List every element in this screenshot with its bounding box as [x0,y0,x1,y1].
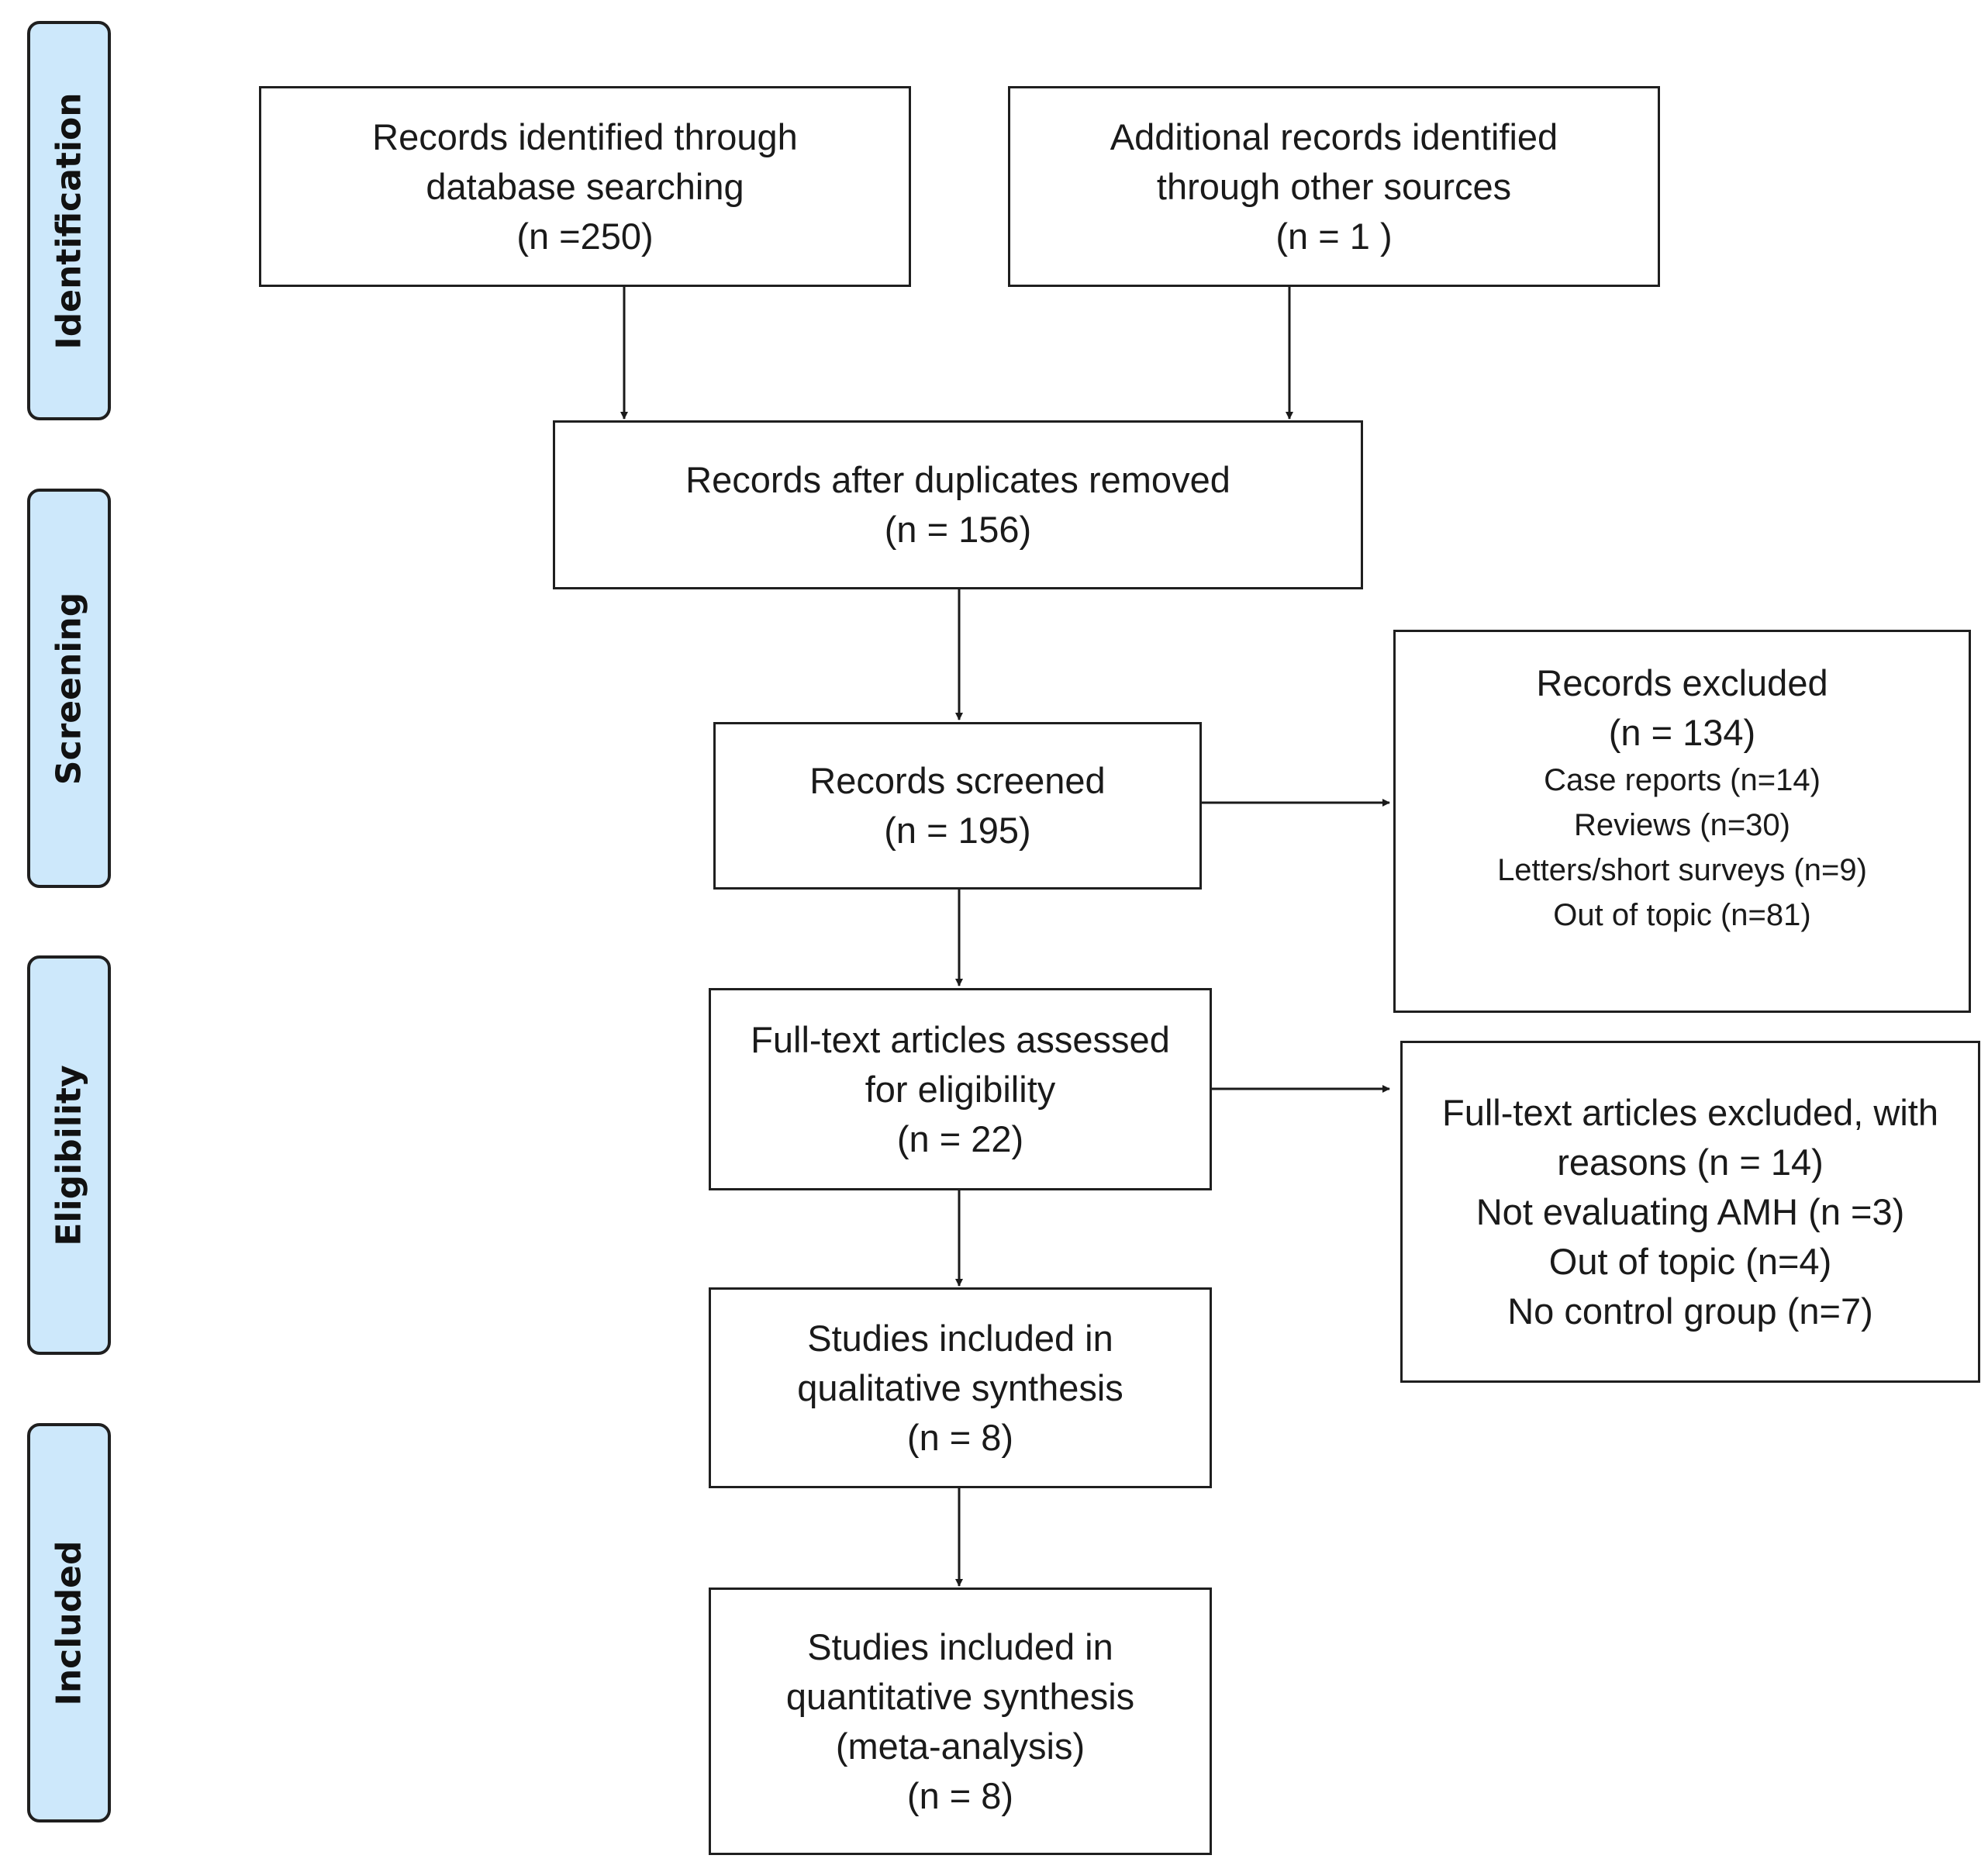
excluded-reason: Out of topic (n=81) [1553,898,1811,932]
full-text-assessed-count: (n = 22) [896,1118,1024,1159]
records-database-box: Records identified through database sear… [259,86,911,287]
records-screened-box: Records screened (n = 195) [713,722,1202,890]
phase-identification: Identification [27,21,111,420]
quantitative-line-1: Studies included in [807,1626,1113,1667]
quantitative-synthesis-box: Studies included in quantitative synthes… [709,1588,1212,1855]
full-text-excluded-line-2: reasons (n = 14) [1557,1141,1824,1183]
full-text-excluded-reason: No control group (n=7) [1507,1290,1873,1332]
phase-identification-label: Identification [49,92,89,350]
excluded-reason: Letters/short surveys (n=9) [1497,853,1867,887]
after-duplicates-box: Records after duplicates removed (n = 15… [553,420,1363,589]
records-database-line-1: Records identified through [372,116,798,157]
records-excluded-box: Records excluded (n = 134) Case reports … [1393,630,1971,1013]
quantitative-line-2: quantitative synthesis [785,1675,1135,1717]
records-excluded-title: Records excluded [1536,662,1828,703]
phase-included-label: Included [49,1539,89,1706]
records-other-line-1: Additional records identified [1110,116,1558,157]
records-other-line-2: through other sources [1156,165,1512,207]
full-text-assessed-box: Full-text articles assessed for eligibil… [709,988,1212,1190]
records-other-sources-box: Additional records identified through ot… [1008,86,1660,287]
records-screened-label: Records screened [809,760,1106,801]
excluded-reason: Case reports (n=14) [1544,763,1821,797]
full-text-assessed-line-1: Full-text articles assessed [751,1018,1170,1060]
after-duplicates-label: Records after duplicates removed [685,459,1230,500]
phase-included: Included [27,1423,111,1822]
quantitative-line-3: (meta-analysis) [835,1725,1085,1767]
full-text-excluded-box: Full-text articles excluded, with reason… [1400,1041,1980,1383]
qualitative-line-1: Studies included in [807,1317,1113,1359]
full-text-excluded-line-1: Full-text articles excluded, with [1442,1091,1938,1133]
quantitative-count: (n = 8) [906,1774,1014,1816]
phase-screening: Screening [27,489,111,888]
full-text-excluded-reason: Out of topic (n=4) [1548,1240,1832,1282]
full-text-excluded-reason: Not evaluating AMH (n =3) [1475,1190,1905,1232]
records-screened-count: (n = 195) [884,810,1031,851]
records-excluded-count: (n = 134) [1608,712,1756,753]
records-database-count: (n =250) [516,215,654,257]
records-database-line-2: database searching [426,165,744,207]
phase-eligibility: Eligibility [27,955,111,1355]
records-other-count: (n = 1 ) [1275,215,1393,257]
after-duplicates-count: (n = 156) [884,509,1032,550]
phase-eligibility-label: Eligibility [49,1064,89,1246]
phase-screening-label: Screening [49,592,89,785]
qualitative-line-2: qualitative synthesis [797,1366,1123,1408]
qualitative-synthesis-box: Studies included in qualitative synthesi… [709,1287,1212,1488]
excluded-reason: Reviews (n=30) [1573,808,1790,842]
full-text-assessed-line-2: for eligibility [865,1068,1056,1110]
qualitative-count: (n = 8) [906,1416,1014,1458]
